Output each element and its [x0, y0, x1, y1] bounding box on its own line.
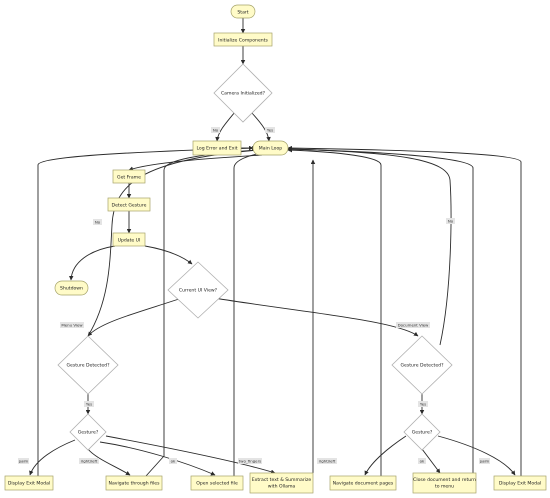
- node-navigate-document-pages: Navigate document pages: [329, 475, 397, 491]
- node-extract-text-label-line2: with Ollama: [268, 484, 296, 490]
- node-camera-initialized-label: Camera Initialized?: [221, 91, 266, 97]
- node-detect-gesture: Detect Gesture: [107, 197, 151, 212]
- edge-label-document-view: Document View: [396, 322, 430, 328]
- svg-text:palm: palm: [19, 459, 29, 464]
- node-display-exit-modal-menu: Display Exit Modal: [4, 475, 54, 491]
- edge-label-no-camera: No: [211, 127, 220, 133]
- edge-label-ok-menu: ok: [169, 458, 177, 464]
- edge-open-file-return: [233, 151, 263, 476]
- node-navigate-through-files-label: Navigate through files: [109, 481, 161, 487]
- edge-display-exit-1-return: [37, 145, 257, 476]
- node-update-ui: Update UI: [112, 232, 146, 247]
- svg-text:No: No: [448, 219, 454, 224]
- node-initialize-components-label: Initialize Components: [218, 37, 268, 43]
- node-open-selected-file-label: Open selected file: [196, 481, 238, 487]
- node-menu-gesture-detected-label: Gesture Detected?: [66, 363, 110, 369]
- node-close-document-label-line1: Close document and return: [413, 477, 476, 483]
- edge-doc-gesture-right-left: [364, 435, 407, 476]
- svg-text:Document View: Document View: [398, 323, 429, 328]
- edge-label-right-left-doc: right/left: [317, 458, 337, 464]
- edge-menu-detected-no-to-main-loop: [87, 148, 259, 337]
- svg-text:Yes: Yes: [267, 128, 273, 133]
- edge-labels-layer: No Yes Menu View Document View No No Yes…: [18, 127, 490, 464]
- edge-current-view-to-doc-detected: [213, 297, 419, 337]
- node-navigate-through-files: Navigate through files: [105, 475, 163, 491]
- node-main-loop-label: Main Loop: [259, 146, 283, 152]
- node-menu-gesture-decision: Gesture?: [69, 413, 107, 451]
- node-display-exit-modal-menu-label: Display Exit Modal: [8, 481, 50, 487]
- edge-close-doc-return: [287, 146, 474, 473]
- svg-text:Yes: Yes: [420, 402, 426, 407]
- edge-label-palm-doc: palm: [479, 458, 490, 464]
- edge-menu-gesture-two-fingers: [105, 435, 276, 474]
- svg-text:right/left: right/left: [81, 459, 98, 464]
- svg-text:Yes: Yes: [86, 402, 92, 407]
- node-camera-initialized-decision: Camera Initialized?: [213, 63, 273, 123]
- svg-text:No: No: [95, 220, 101, 225]
- node-start-label: Start: [237, 9, 248, 15]
- node-get-frame: Get Frame: [112, 169, 146, 184]
- svg-text:right/left: right/left: [319, 459, 336, 464]
- edge-label-ok-doc: ok: [418, 458, 426, 464]
- node-shutdown-label: Shutdown: [60, 286, 83, 292]
- node-close-document-label-line2: to menu: [435, 484, 454, 490]
- node-menu-gesture-label: Gesture?: [78, 430, 99, 436]
- edge-label-yes-camera: Yes: [265, 127, 275, 133]
- node-display-exit-modal-doc: Display Exit Modal: [493, 475, 547, 491]
- node-extract-text-summarize: Extract text & Summarize with Ollama: [249, 472, 314, 494]
- node-get-frame-label: Get Frame: [117, 174, 141, 180]
- node-doc-gesture-detected-decision: Gesture Detected?: [391, 335, 453, 395]
- node-main-loop: Main Loop: [252, 140, 289, 156]
- edge-label-no-menu: No: [93, 219, 102, 225]
- node-doc-gesture-detected-label: Gesture Detected?: [400, 363, 444, 369]
- edge-display-exit-2-return: [287, 145, 522, 476]
- edges-layer: [29, 18, 522, 477]
- edge-update-ui-to-shutdown: [68, 245, 116, 281]
- edge-update-ui-to-current-view: [144, 245, 193, 265]
- svg-text:two_fingers: two_fingers: [239, 459, 261, 464]
- edge-menu-gesture-ok: [99, 441, 216, 476]
- svg-text:ok: ok: [171, 459, 176, 464]
- node-initialize-components: Initialize Components: [213, 32, 273, 47]
- node-navigate-document-pages-label: Navigate document pages: [333, 481, 394, 487]
- svg-text:No: No: [213, 128, 219, 133]
- node-current-ui-view-decision: Current UI View?: [167, 261, 229, 319]
- node-open-selected-file: Open selected file: [190, 475, 244, 491]
- node-doc-gesture-decision: Gesture?: [403, 413, 441, 451]
- node-current-ui-view-label: Current UI View?: [179, 288, 218, 294]
- node-log-error-and-exit: Log Error and Exit: [192, 140, 242, 156]
- node-display-exit-modal-doc-label: Display Exit Modal: [499, 481, 541, 487]
- edge-main-loop-to-get-frame: [128, 154, 263, 171]
- edge-label-menu-view: Menu View: [60, 322, 84, 328]
- edge-label-no-doc: No: [446, 218, 455, 224]
- node-start: Start: [230, 4, 256, 19]
- edge-label-right-left-menu: right/left: [79, 458, 99, 464]
- svg-text:Menu View: Menu View: [61, 323, 83, 328]
- edge-camera-yes-to-main-loop: [250, 111, 271, 142]
- edge-menu-gesture-right-left: [87, 448, 131, 476]
- node-doc-gesture-label: Gesture?: [412, 430, 433, 436]
- node-extract-text-label-line1: Extract text & Summarize: [252, 477, 312, 483]
- edge-doc-detected-no-to-main-loop: [285, 146, 452, 346]
- edge-label-palm-menu: palm: [18, 458, 29, 464]
- nodes-layer: Start Initialize Components Camera Initi…: [4, 4, 547, 494]
- edge-label-yes-menu: Yes: [84, 401, 94, 407]
- node-update-ui-label: Update UI: [118, 237, 141, 243]
- edge-label-yes-doc: Yes: [418, 401, 428, 407]
- svg-text:palm: palm: [480, 459, 490, 464]
- svg-text:ok: ok: [420, 459, 425, 464]
- edge-camera-no-to-log-error: [215, 111, 236, 142]
- edge-navigate-pages-return: [287, 147, 382, 476]
- edge-doc-gesture-palm: [437, 435, 516, 476]
- edge-label-two-fingers: two_fingers: [238, 458, 262, 464]
- node-close-document-return-menu: Close document and return to menu: [412, 472, 477, 494]
- edge-doc-gesture-ok: [421, 448, 441, 474]
- node-detect-gesture-label: Detect Gesture: [112, 202, 147, 208]
- edge-menu-gesture-palm: [29, 439, 76, 476]
- edge-current-view-to-menu-detected: [87, 297, 183, 337]
- node-shutdown: Shutdown: [54, 280, 89, 296]
- node-log-error-label: Log Error and Exit: [196, 146, 237, 152]
- node-menu-gesture-detected-decision: Gesture Detected?: [57, 335, 119, 395]
